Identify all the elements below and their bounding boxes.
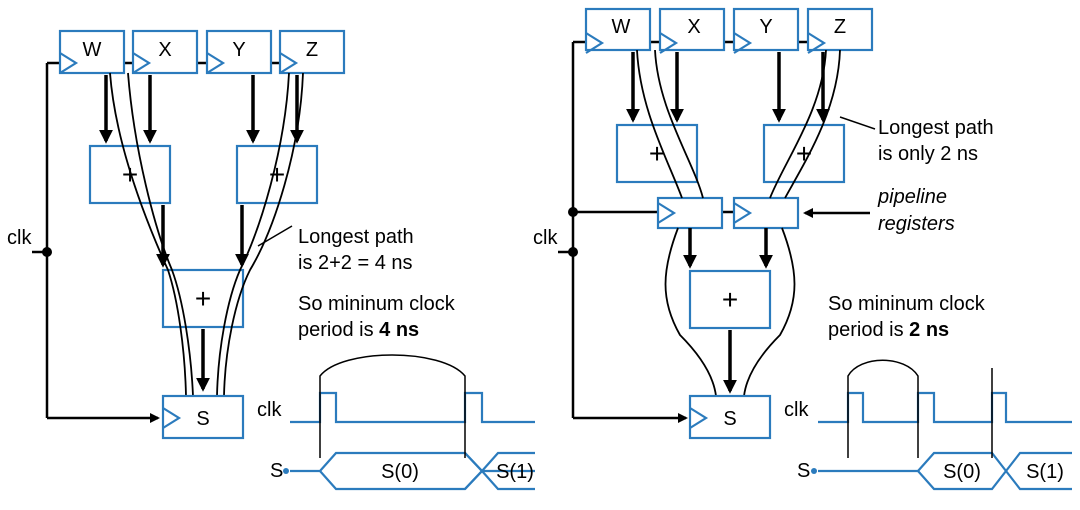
adder-2: + <box>235 144 319 205</box>
signal-dot-right <box>811 468 817 474</box>
pipeline-register-2 <box>732 196 800 230</box>
output-register-s-label: S <box>196 408 209 430</box>
right-annotation-line2: is only 2 ns <box>878 143 978 165</box>
register-x-right: X <box>658 7 726 54</box>
adder-2-right-symbol: + <box>796 138 812 169</box>
register-y-label: Y <box>232 39 245 61</box>
left-timing-diagram: clk S S(0) S(1) <box>257 354 535 491</box>
clk-label-right: clk <box>533 227 558 249</box>
output-register-s: S <box>161 394 245 440</box>
register-y-right: Y <box>732 7 800 54</box>
register-w-right-label: W <box>612 16 631 38</box>
adder-1-right-symbol: + <box>649 138 665 169</box>
register-y-right-label: Y <box>759 16 772 38</box>
signal-waveform-s1 <box>1005 451 1072 491</box>
right-path-curves <box>636 49 841 397</box>
register-y: Y <box>205 29 273 75</box>
left-annotation-leader <box>257 225 293 247</box>
register-z-right-label: Z <box>834 16 846 38</box>
left-circuit: clk W X Y Z + + <box>7 29 535 491</box>
s1-label-right: S(1) <box>1026 461 1064 483</box>
timing-s-label: S <box>270 460 283 482</box>
register-z-right: Z <box>806 7 874 54</box>
left-longest-path-curves <box>109 72 304 397</box>
right-period-line2: period is 2 ns <box>828 319 949 341</box>
register-w-right: W <box>584 7 652 54</box>
register-x-right-label: X <box>687 16 700 38</box>
register-w: W <box>58 29 126 75</box>
register-w-label: W <box>83 39 102 61</box>
output-register-s-right-label: S <box>723 408 736 430</box>
adder-1: + <box>88 144 172 205</box>
adder-3-right: + <box>688 269 772 330</box>
s1-label: S(1) <box>496 461 534 483</box>
right-timing-diagram: clk S S(0) S(1) <box>784 359 1072 491</box>
timing-clk-label-right: clk <box>784 399 809 421</box>
pipeline-label-line1: pipeline <box>877 186 947 208</box>
left-period-line2: period is 4 ns <box>298 319 419 341</box>
signal-dot <box>283 468 289 474</box>
clk-label: clk <box>7 227 32 249</box>
s0-label-right: S(0) <box>943 461 981 483</box>
output-register-s-right: S <box>688 394 772 440</box>
register-x-label: X <box>158 39 171 61</box>
pipeline-register-1 <box>656 196 724 230</box>
s0-label: S(0) <box>381 461 419 483</box>
clock-junction-pipeline <box>568 207 578 217</box>
timing-s-label-right: S <box>797 460 810 482</box>
right-annotation-line1: Longest path <box>878 117 994 139</box>
left-period-line1: So mininum clock <box>298 293 456 315</box>
left-annotation-line2: is 2+2 = 4 ns <box>298 252 413 274</box>
register-z: Z <box>278 29 346 75</box>
right-circuit: clk W X Y Z + + <box>533 7 1072 491</box>
clock-junction <box>42 247 52 257</box>
right-data-arrows <box>626 52 830 394</box>
right-clock-wire <box>558 40 826 423</box>
period-bracket <box>319 354 466 458</box>
signal-waveform-top <box>290 451 535 473</box>
pipeline-label-line2: registers <box>878 213 955 235</box>
left-annotation-line1: Longest path <box>298 226 414 248</box>
adder-2-symbol: + <box>269 159 285 190</box>
signal-waveform-cross <box>464 452 484 490</box>
register-x: X <box>131 29 199 75</box>
timing-clk-label: clk <box>257 399 282 421</box>
clock-waveform-right <box>818 391 1072 424</box>
left-data-arrows <box>99 75 304 392</box>
register-z-label: Z <box>306 39 318 61</box>
adder-2-right: + <box>762 123 846 184</box>
right-period-line1: So mininum clock <box>828 293 986 315</box>
adder-1-symbol: + <box>122 159 138 190</box>
right-annotation-leader <box>839 116 876 130</box>
adder-3-symbol: + <box>195 283 211 314</box>
clock-waveform <box>290 391 535 424</box>
signal-waveform-next <box>481 451 535 491</box>
adder-3-right-symbol: + <box>722 284 738 315</box>
period-bracket-right <box>847 359 919 458</box>
clock-junction-input <box>568 247 578 257</box>
